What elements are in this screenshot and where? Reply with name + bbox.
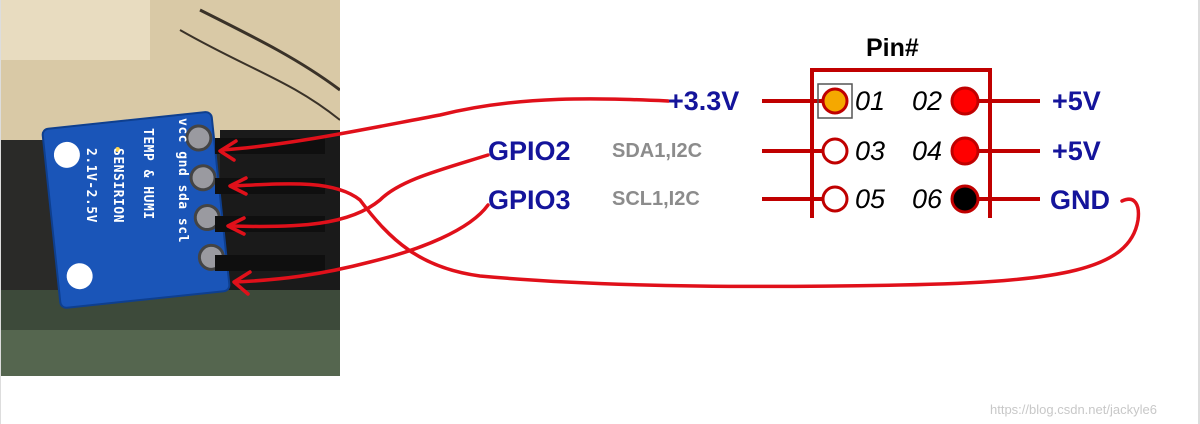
- label-gpio3-func: SCL1,I2C: [612, 188, 700, 210]
- wire-vcc: [220, 97, 670, 152]
- label-gnd: GND: [1050, 185, 1110, 215]
- wire-sda: [228, 153, 490, 229]
- wire-scl-arrow: [232, 270, 252, 296]
- label-5v-b: +5V: [1052, 136, 1101, 166]
- pin05-number: 05: [855, 184, 886, 214]
- pin02-dot: [950, 86, 980, 116]
- label-gpio3: GPIO3: [488, 185, 571, 215]
- pin03-number: 03: [855, 136, 886, 166]
- wire-scl: [233, 203, 490, 284]
- pin04-dot: [950, 136, 980, 166]
- label-5v-a: +5V: [1052, 86, 1101, 116]
- label-gpio2: GPIO2: [488, 136, 571, 166]
- label-3v3: +3.3V: [668, 86, 740, 116]
- watermark: https://blog.csdn.net/jackyle6: [990, 402, 1157, 417]
- wire-vcc-arrow: [218, 139, 238, 162]
- pin01-marker: [817, 83, 853, 119]
- label-gpio2-func: SDA1,I2C: [612, 140, 703, 162]
- pin01-dot: [821, 87, 849, 115]
- pin03-dot: [821, 137, 849, 165]
- pin-pad-gnd: [189, 164, 217, 192]
- wire-gnd-arrow: [228, 176, 248, 196]
- sensor-board: [41, 111, 231, 309]
- sensor-photo: [0, 0, 340, 376]
- pin04-number: 04: [912, 136, 943, 166]
- wire-gnd: [230, 182, 1141, 289]
- pin06-number: 06: [912, 184, 943, 214]
- wire-sda-arrow: [226, 216, 246, 236]
- pin06-dot: [950, 184, 980, 214]
- pin05-dot: [821, 185, 849, 213]
- pin01-number: 01: [855, 86, 886, 116]
- pin-pad-vcc: [185, 124, 213, 152]
- header-outline: [810, 68, 992, 218]
- pin02-number: 02: [912, 86, 943, 116]
- header-title: Pin#: [866, 34, 919, 62]
